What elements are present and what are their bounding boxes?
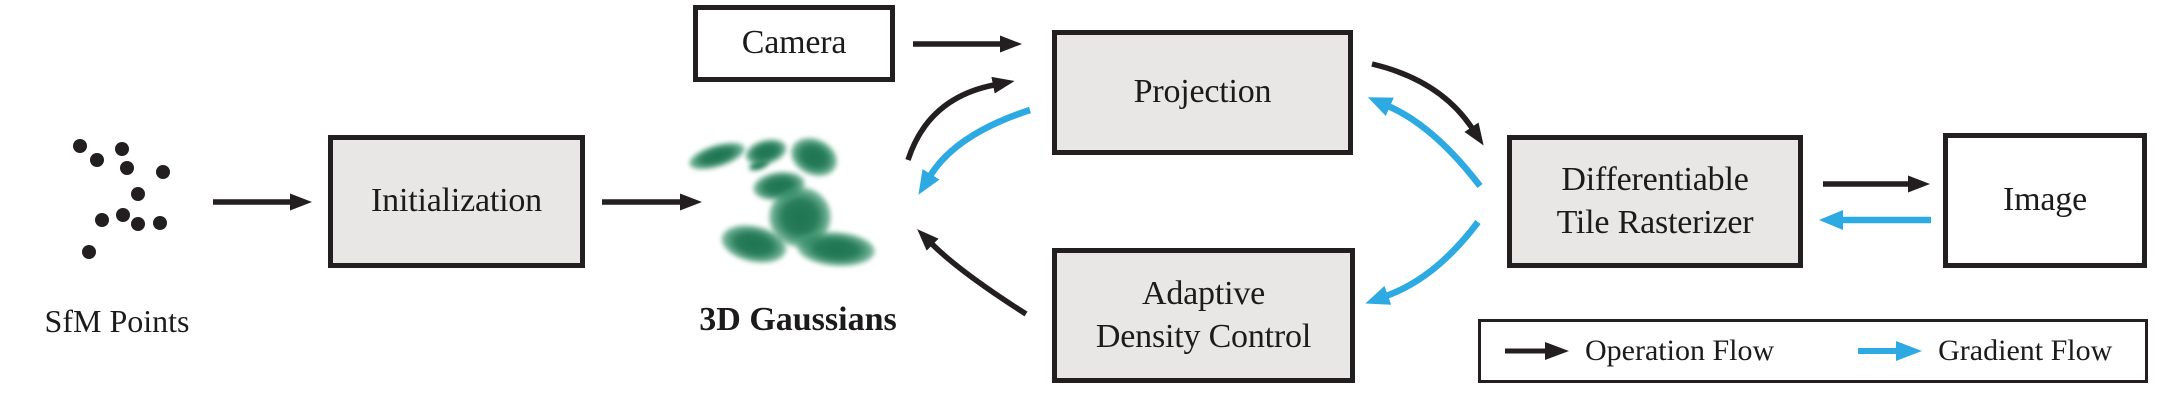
node-projection: Projection [1052,30,1353,155]
sfm-point [73,139,87,153]
legend-operation-flow-label: Operation Flow [1585,334,1775,367]
arrow-projection-to-gaussians-gradient [918,106,1032,195]
arrow-rasterizer-to-projection-gradient [1367,97,1483,188]
gaussian-splat-ear-long [686,137,748,175]
node-differentiable-tile-rasterizer: Differentiable Tile Rasterizer [1507,135,1803,268]
sfm-point [115,142,129,156]
node-adc-label-line1: Adaptive [1141,274,1266,312]
gradient-flow-arrow-icon [1858,341,1923,361]
legend-item-operation-flow: Operation Flow [1503,334,1774,368]
node-rasterizer-label-line2: Tile Rasterizer [1556,203,1754,241]
legend-item-gradient-flow: Gradient Flow [1856,334,2112,368]
sfm-point [156,165,170,179]
node-adc-label-line2: Density Control [1095,317,1312,355]
gaussian-splat-foot-right [795,229,877,269]
node-camera-label: Camera [741,24,847,62]
sfm-points-caption: SfM Points [44,303,190,339]
node-image-label: Image [2003,181,2087,219]
sfm-point [82,245,96,259]
sfm-point [153,216,167,230]
sfm-point [120,161,134,175]
node-image: Image [1943,133,2147,268]
sfm-point [90,153,104,167]
arrow-projection-to-rasterizer [1371,61,1484,146]
node-projection-label: Projection [1133,73,1272,111]
legend-box: Operation Flow Gradient Flow [1478,319,2148,383]
operation-flow-arrow-icon [1505,342,1569,360]
node-adaptive-density-control: Adaptive Density Control [1052,248,1355,383]
arrow-adc-to-gaussians [917,229,1028,317]
arrow-rasterizer-to-adc-gradient [1365,220,1481,305]
node-camera: Camera [693,5,895,82]
legend-gradient-flow-label: Gradient Flow [1938,334,2113,367]
sfm-point [131,217,145,231]
sfm-point [131,187,145,201]
sfm-point [95,213,109,227]
node-rasterizer-label-line1: Differentiable [1561,160,1749,198]
node-initialization-label: Initialization [371,182,542,220]
sfm-point [116,208,130,222]
node-initialization: Initialization [328,135,585,268]
arrow-gaussians-to-projection [905,76,1015,161]
gaussians-caption: 3D Gaussians [699,301,897,338]
sfm-point-cloud [73,139,170,259]
